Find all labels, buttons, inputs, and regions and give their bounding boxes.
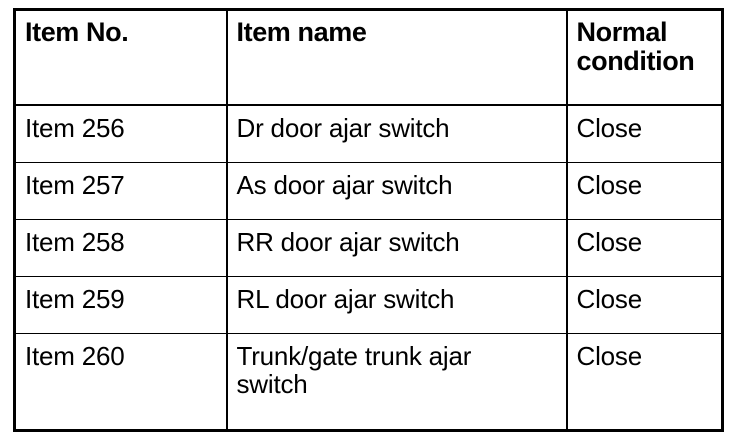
- specification-table: Item No. Item name Normal condition Item…: [13, 8, 724, 432]
- cell-item-name-text: Dr door ajar switch: [236, 113, 450, 143]
- table-header: Item No. Item name Normal condition: [14, 9, 723, 106]
- cell-item-no: Item 260: [14, 333, 228, 431]
- cell-normal-condition-text: Close: [576, 341, 643, 371]
- cell-normal-condition: Close: [566, 105, 723, 163]
- cell-item-name-text: RR door ajar switch: [236, 227, 460, 257]
- cell-normal-condition: Close: [566, 162, 723, 220]
- cell-normal-condition-text: Close: [576, 227, 643, 257]
- table-body: Item 256 Dr door ajar switch Close Item …: [14, 105, 723, 431]
- cell-normal-condition-text: Close: [576, 113, 643, 143]
- table-row: Item 259 RL door ajar switch Close: [14, 276, 723, 334]
- cell-normal-condition-text: Close: [576, 284, 643, 314]
- cell-item-name: As door ajar switch: [226, 162, 568, 220]
- cell-item-no-text: Item 259: [25, 284, 125, 314]
- cell-item-name: RL door ajar switch: [226, 276, 568, 334]
- cell-item-name: Trunk/gate trunk ajar switch: [226, 333, 568, 431]
- cell-item-name-text: RL door ajar switch: [236, 284, 455, 314]
- cell-item-name-text: Trunk/gate trunk ajar switch: [236, 341, 472, 400]
- cell-normal-condition: Close: [567, 334, 723, 431]
- cell-item-no-text: Item 260: [25, 341, 125, 371]
- table-row: Item 257 As door ajar switch Close: [14, 162, 723, 220]
- cell-item-no: Item 257: [14, 162, 228, 220]
- cell-item-name: Dr door ajar switch: [226, 105, 568, 163]
- column-header-normal-condition-label: Normal condition: [576, 17, 695, 77]
- cell-item-no: Item 259: [14, 276, 228, 334]
- cell-item-name-text: As door ajar switch: [236, 170, 453, 200]
- cell-item-no: Item 256: [14, 105, 228, 163]
- cell-normal-condition: Close: [566, 219, 723, 277]
- cell-item-no: Item 258: [14, 219, 228, 277]
- column-header-item-no-label: Item No.: [25, 17, 129, 47]
- table-row: Item 256 Dr door ajar switch Close: [14, 105, 723, 163]
- cell-item-no-text: Item 258: [25, 227, 125, 257]
- column-header-normal-condition: Normal condition: [566, 9, 723, 106]
- cell-normal-condition-text: Close: [576, 170, 643, 200]
- cell-item-no-text: Item 256: [25, 113, 125, 143]
- column-header-item-name: Item name: [226, 9, 568, 106]
- table-row: Item 260 Trunk/gate trunk ajar switch Cl…: [14, 333, 723, 431]
- page-root: Item No. Item name Normal condition Item…: [13, 8, 724, 432]
- table-header-row: Item No. Item name Normal condition: [14, 9, 723, 106]
- cell-item-no-text: Item 257: [25, 170, 125, 200]
- cell-item-name: RR door ajar switch: [226, 219, 568, 277]
- column-header-item-no: Item No.: [14, 9, 228, 106]
- table-row: Item 258 RR door ajar switch Close: [14, 219, 723, 277]
- column-header-item-name-label: Item name: [236, 17, 367, 47]
- cell-normal-condition: Close: [566, 276, 723, 334]
